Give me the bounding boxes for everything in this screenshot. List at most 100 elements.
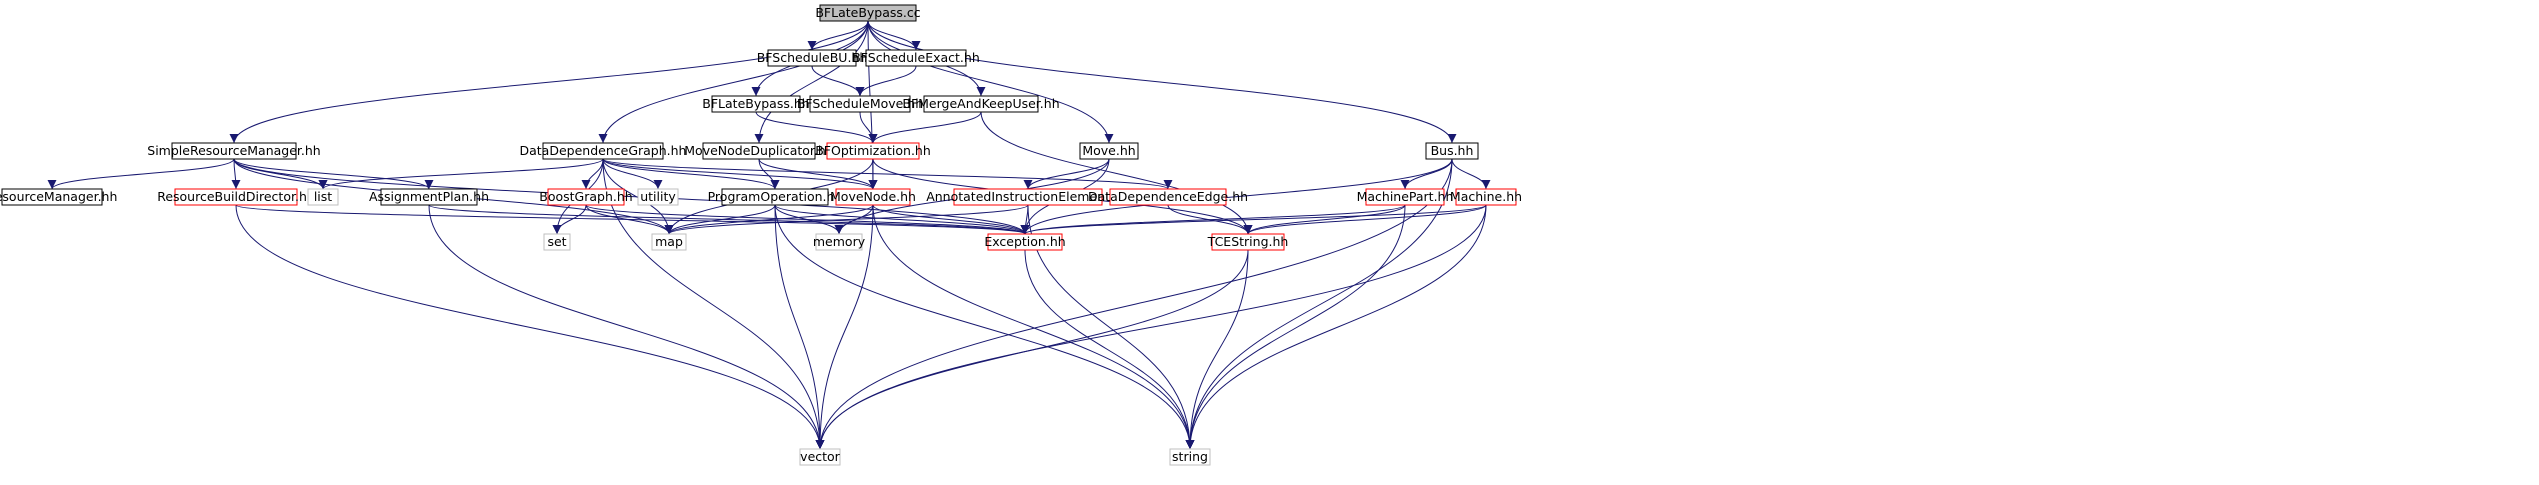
edge-line (235, 204, 825, 450)
node-bfschedulemove-hh[interactable]: BFScheduleMove.hh (797, 95, 923, 113)
edge-line (602, 158, 780, 190)
edge-line (855, 65, 917, 97)
edge-bflatebypass-cc-to-datadependencegraph-hh (598, 20, 869, 144)
edge-line (233, 158, 328, 190)
edge-line (774, 204, 1195, 450)
edge-line (664, 204, 1029, 235)
node-string: string (1169, 448, 1211, 466)
node-box (637, 188, 679, 206)
node-label: AnnotatedInstructionElement.hh (926, 189, 1130, 204)
node-box (1365, 188, 1445, 206)
edge-line (1185, 204, 1487, 450)
node-resourcemanager-hh[interactable]: ResourceManager.hh (0, 188, 117, 206)
node-box (809, 95, 911, 113)
node-box (923, 95, 1039, 113)
edge-machine-hh-to-vector (815, 204, 1487, 450)
edge-bus-hh-to-exception-hh (1020, 158, 1453, 235)
node-box (171, 142, 297, 160)
node-memory: memory (813, 233, 866, 251)
node-label: utility (640, 189, 676, 204)
node-programoperation-hh[interactable]: ProgramOperation.hh (708, 188, 843, 206)
edge-bus-hh-to-string (1185, 158, 1453, 450)
node-bfoptimization-hh[interactable]: BFOptimization.hh (815, 142, 931, 160)
edge-line (602, 158, 1173, 190)
edge-line (428, 204, 825, 450)
edge-movenode-hh-to-string (872, 204, 1195, 450)
node-box (307, 188, 339, 206)
node-assignmentplan-hh[interactable]: AssignmentPlan.hh (369, 188, 489, 206)
edge-line (754, 20, 869, 144)
edge-simpleresourcemanager-hh-to-assignmentplan-hh (233, 158, 434, 190)
node-move-hh[interactable]: Move.hh (1079, 142, 1139, 160)
edge-exception-hh-to-string (1024, 249, 1195, 450)
edge-machinepart-hh-to-exception-hh (1020, 204, 1406, 235)
edge-line (602, 158, 663, 190)
edge-simpleresourcemanager-hh-to-resourcebuilddirector-hh (231, 158, 241, 190)
node-bus-hh[interactable]: Bus.hh (1425, 142, 1479, 160)
node-label: BFMergeAndKeepUser.hh (902, 96, 1059, 111)
node-box (987, 233, 1063, 251)
node-exception-hh[interactable]: Exception.hh (984, 233, 1066, 251)
node-bfscheduleexact-hh[interactable]: BFScheduleExact.hh (852, 49, 980, 67)
node-datadependenceedge-hh[interactable]: DataDependenceEdge.hh (1088, 188, 1248, 206)
node-label: list (314, 189, 332, 204)
edge-bfmergeandkeepuser-hh-to-tcestring-hh (980, 111, 1253, 235)
node-box (835, 188, 911, 206)
edge-line (867, 20, 1457, 144)
edge-line (235, 204, 1030, 235)
edge-line (872, 204, 1195, 450)
node-tcestring-hh[interactable]: TCEString.hh (1207, 233, 1289, 251)
node-box (174, 188, 298, 206)
edge-line (598, 20, 869, 144)
edge-line (1243, 204, 1406, 235)
edge-line (872, 204, 1030, 235)
node-bflatebypass-cc[interactable]: BFLateBypass.cc (815, 4, 921, 22)
edge-datadependencegraph-hh-to-list (318, 158, 604, 190)
node-label: SimpleResourceManager.hh (147, 143, 320, 158)
node-bfmergeandkeepuser-hh[interactable]: BFMergeAndKeepUser.hh (902, 95, 1060, 113)
node-box (711, 95, 801, 113)
node-label: BFScheduleExact.hh (852, 50, 980, 65)
node-utility: utility (637, 188, 679, 206)
node-machinepart-hh[interactable]: MachinePart.hh (1357, 188, 1454, 206)
node-annotatedinstructionelement-hh[interactable]: AnnotatedInstructionElement.hh (926, 188, 1130, 206)
node-box (953, 188, 1103, 206)
edge-line (1020, 158, 1453, 235)
edge-simpleresourcemanager-hh-to-list (233, 158, 328, 190)
edge-line (1243, 204, 1487, 235)
edge-line (233, 158, 434, 190)
node-box (1425, 142, 1479, 160)
edge-line (758, 158, 780, 190)
edge-programoperation-hh-to-vector (774, 204, 825, 450)
node-bfschedulebu-hh[interactable]: BFScheduleBU.hh (757, 49, 868, 67)
node-label: TCEString.hh (1207, 234, 1289, 249)
node-box (721, 188, 829, 206)
node-boostgraph-hh[interactable]: BoostGraph.hh (539, 188, 633, 206)
edge-line (755, 111, 878, 144)
node-label: Move.hh (1082, 143, 1135, 158)
node-label: memory (813, 234, 866, 249)
edge-datadependencegraph-hh-to-programoperation-hh (602, 158, 780, 190)
node-resourcebuilddirector-hh[interactable]: ResourceBuildDirector.hh (157, 188, 315, 206)
node-label: DataDependenceGraph.hh (520, 143, 687, 158)
node-datadependencegraph-hh[interactable]: DataDependenceGraph.hh (520, 142, 687, 160)
edge-boostgraph-hh-to-set (552, 204, 587, 235)
edge-movenode-hh-to-exception-hh (872, 204, 1030, 235)
edge-bfmergeandkeepuser-hh-to-bfoptimization-hh (868, 111, 982, 144)
node-movenode-hh[interactable]: MoveNode.hh (830, 188, 916, 206)
edge-tcestring-hh-to-vector (815, 249, 1249, 450)
node-box (1109, 188, 1227, 206)
edge-line (428, 204, 1030, 235)
node-box (651, 233, 687, 251)
node-box (1211, 233, 1285, 251)
node-machine-hh[interactable]: Machine.hh (1450, 188, 1522, 206)
edge-move-hh-to-annotatedinstructionelement-hh (1023, 158, 1110, 190)
edge-tcestring-hh-to-string (1185, 249, 1249, 450)
edge-datadependencegraph-hh-to-utility (602, 158, 663, 190)
node-movenodeduplicator-hh[interactable]: MoveNodeDuplicator.hh (684, 142, 834, 160)
node-box (767, 49, 857, 67)
node-simpleresourcemanager-hh[interactable]: SimpleResourceManager.hh (147, 142, 321, 160)
node-bflatebypass-hh[interactable]: BFLateBypass.hh (702, 95, 810, 113)
edge-simpleresourcemanager-hh-to-exception-hh (233, 158, 1030, 235)
